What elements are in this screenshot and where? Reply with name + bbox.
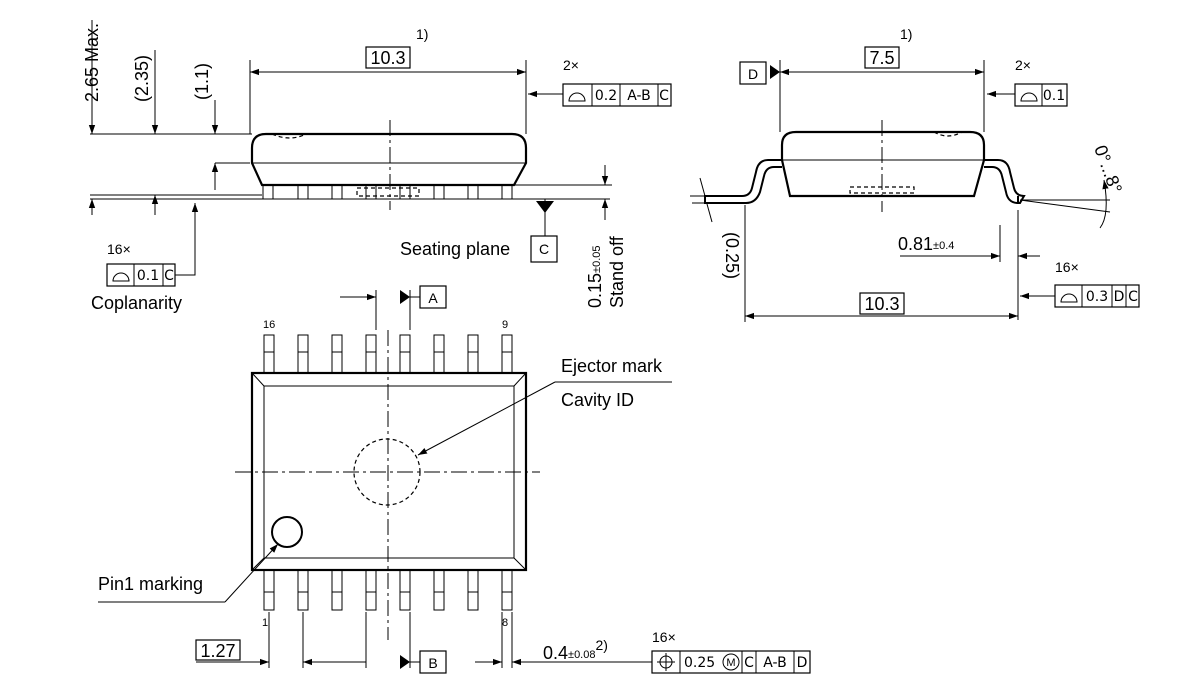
- seating-plane-label: Seating plane: [400, 239, 510, 259]
- svg-text:0.1: 0.1: [1043, 88, 1065, 104]
- svg-text:D: D: [797, 655, 808, 671]
- side-profile-multiplier: 16×: [1055, 259, 1079, 275]
- coplanarity-frame: 0.1 C: [106, 263, 176, 287]
- svg-text:Stand off: Stand off: [607, 235, 627, 308]
- pin-number-9: 9: [502, 319, 508, 331]
- lead-thickness-ref: (0.25): [722, 232, 742, 279]
- cavity-id-label: Cavity ID: [561, 390, 634, 410]
- foot-length-dim: 0.81±0.4: [898, 234, 954, 254]
- profile-surface-icon: [112, 272, 130, 282]
- side-span-dim: 10.3: [864, 294, 899, 314]
- lead-width-dim: 0.4±0.082): [543, 637, 608, 663]
- side-view-body: [780, 130, 986, 198]
- front-length-dim: 10.3: [370, 48, 405, 68]
- front-view-cavity-hidden: [356, 187, 420, 197]
- height-max-label: 2.65 Max.: [82, 23, 102, 102]
- position-icon: [657, 653, 675, 671]
- top-view: A 16 9 1 8 Ejector mark Cavity ID Pin1 m…: [98, 285, 811, 674]
- front-view-body: [250, 132, 528, 187]
- pin-number-16: 16: [263, 319, 275, 331]
- pos-multiplier: 16×: [652, 629, 676, 645]
- profile-surface-icon: [1020, 92, 1038, 102]
- standoff-dimension: 0.15±0.05 Stand off: [585, 235, 627, 308]
- svg-text:D: D: [1114, 289, 1125, 305]
- datum-d: D: [748, 66, 758, 82]
- svg-text:0.2: 0.2: [595, 88, 617, 104]
- pin-number-8: 8: [502, 617, 508, 629]
- front-profile-tolerance-frame: 0.2 A-B C: [562, 83, 672, 107]
- svg-text:0.1: 0.1: [137, 268, 159, 284]
- pin-number-1: 1: [262, 617, 268, 629]
- pitch-dim: 1.27: [200, 641, 235, 661]
- position-tolerance-frame: 0.25 M C A-B D: [651, 650, 811, 674]
- front-view: 2.65 Max. (2.35) (1.1) 10.3 1) 2× 0.2 A-…: [82, 20, 672, 313]
- datum-a: A: [428, 290, 438, 306]
- coplanarity-label: Coplanarity: [91, 293, 182, 313]
- svg-text:A-B: A-B: [627, 88, 650, 104]
- svg-text:0.25: 0.25: [684, 655, 715, 671]
- ejector-mark-label: Ejector mark: [561, 356, 663, 376]
- svg-text:A-B: A-B: [763, 655, 786, 671]
- datum-b: B: [428, 655, 437, 671]
- mmc-modifier-icon: [722, 653, 740, 671]
- svg-text:C: C: [744, 655, 754, 671]
- pin1-marking-label: Pin1 marking: [98, 574, 203, 594]
- svg-text:C: C: [1128, 289, 1138, 305]
- profile-surface-icon: [1060, 293, 1078, 303]
- svg-text:0.3: 0.3: [1086, 289, 1108, 305]
- seating-datum-triangle: [536, 201, 554, 213]
- side-view-left-lead: [704, 159, 782, 204]
- seating-datum: C: [539, 241, 549, 257]
- profile-surface-icon: [568, 92, 586, 102]
- side-profile-frame: 0.3 D C: [1054, 284, 1140, 308]
- coplanarity-multiplier: 16×: [107, 241, 131, 257]
- pin1-marking-circle: [271, 516, 303, 548]
- svg-text:C: C: [659, 88, 669, 104]
- side-view: 7.5 1) D 2× 0.1 0°...8° (0.25) 0.81±0.4: [690, 26, 1140, 322]
- height-ref-label: (2.35): [132, 55, 152, 102]
- angle-label: 0°...8°: [1090, 143, 1126, 196]
- side-width-dim: 7.5: [869, 48, 894, 68]
- side-profile-tolerance-frame: 0.1: [1014, 83, 1068, 107]
- svg-text:0.15±0.05: 0.15±0.05: [585, 246, 605, 309]
- side-note-marker: 1): [900, 26, 912, 42]
- cavity-id-circle: [353, 438, 421, 506]
- side-view-right-lead: [984, 159, 1026, 204]
- front-tol-multiplier: 2×: [563, 57, 579, 73]
- side-tol-multiplier: 2×: [1015, 57, 1031, 73]
- body-ref-label: (1.1): [192, 63, 212, 100]
- front-note-marker: 1): [416, 26, 428, 42]
- svg-text:M: M: [726, 657, 735, 669]
- svg-text:C: C: [164, 268, 174, 284]
